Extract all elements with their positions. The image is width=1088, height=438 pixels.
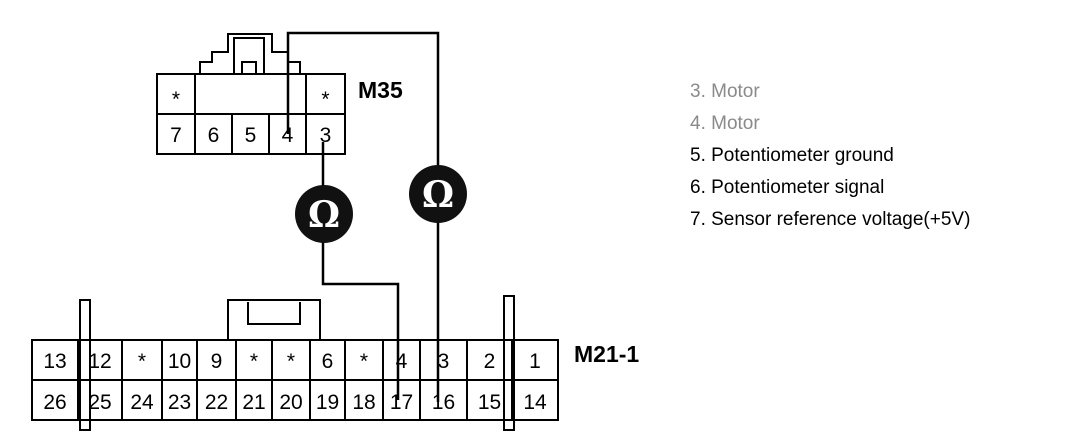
- m21-pin-label: 6: [322, 350, 334, 373]
- ohmmeter-left: Ω: [295, 185, 353, 243]
- m21-pin-label: 26: [43, 391, 66, 414]
- m21-pin-label: *: [138, 350, 146, 373]
- m21-pin-label: 20: [279, 391, 302, 414]
- m21-connector-label: M21-1: [574, 341, 639, 367]
- m35-pin-label: 7: [170, 124, 182, 147]
- m21-pin-label: 2: [484, 350, 496, 373]
- svg-text:Ω: Ω: [308, 194, 340, 236]
- m35-pin-marker: *: [172, 88, 180, 111]
- m21-pin-label: 25: [88, 391, 111, 414]
- m35-latch: [199, 33, 301, 74]
- m21-pin-label: 3: [438, 350, 450, 373]
- m21-latch: [227, 299, 321, 340]
- m21-pin-label: 19: [316, 391, 339, 414]
- m35-pin-label: 6: [208, 124, 220, 147]
- m21-pin-label: 12: [88, 350, 111, 373]
- m21-pin-label: 24: [130, 391, 154, 414]
- pin-legend: 3. Motor 4. Motor 5. Potentiometer groun…: [690, 77, 1080, 237]
- m21-pin-label: *: [250, 350, 258, 373]
- m21-pin-label: 13: [43, 350, 66, 373]
- ohmmeter-right: Ω: [409, 165, 467, 223]
- m21-pin-label: 18: [352, 391, 375, 414]
- legend-item: 4. Motor: [690, 113, 760, 134]
- m35-connector-label: M35: [358, 77, 403, 103]
- legend-item: 7. Sensor reference voltage(+5V): [690, 209, 971, 230]
- m35-pin-marker: *: [321, 88, 329, 111]
- m35-pin-label: 4: [282, 124, 294, 147]
- m21-pin-label: 10: [168, 350, 191, 373]
- m21-pin-label: 9: [211, 350, 223, 373]
- m21-pin-label: 23: [168, 391, 191, 414]
- m21-pin-label: 14: [523, 391, 547, 414]
- m21-pin-label: 15: [478, 391, 501, 414]
- m35-pin-label: 5: [245, 124, 257, 147]
- m21-pin-label: 17: [390, 391, 413, 414]
- legend-item: 6. Potentiometer signal: [690, 177, 885, 198]
- m21-pin-label: 1: [529, 350, 541, 373]
- m21-pin-label: *: [287, 350, 295, 373]
- legend-item: 3. Motor: [690, 81, 760, 102]
- m21-pin-label: 21: [242, 391, 265, 414]
- m21-pin-label: 22: [205, 391, 228, 414]
- m35-pin-label: 3: [320, 124, 332, 147]
- m21-pin-label: 16: [432, 391, 455, 414]
- m21-left-post: [79, 299, 91, 431]
- m21-right-post: [503, 295, 515, 431]
- m21-pin-label: *: [360, 350, 368, 373]
- legend-item: 5. Potentiometer ground: [690, 145, 894, 166]
- svg-text:Ω: Ω: [422, 174, 454, 216]
